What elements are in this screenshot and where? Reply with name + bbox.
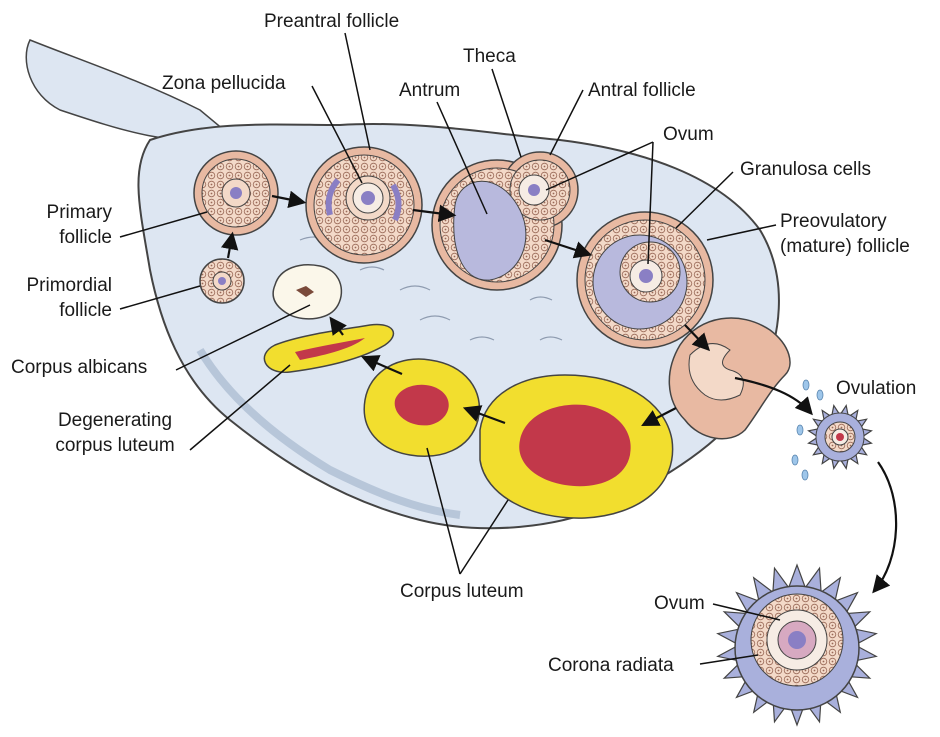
primordial-follicle — [199, 258, 245, 304]
label-primary-line1: Primary — [46, 202, 112, 223]
label-preovulatory-line1: Preovulatory — [780, 211, 887, 232]
label-ovum-top: Ovum — [663, 124, 714, 145]
label-corpus-luteum: Corpus luteum — [400, 581, 524, 602]
ovum-with-corona-radiata — [716, 563, 878, 727]
fluid-droplets — [791, 379, 824, 481]
preantral-follicle — [305, 146, 423, 264]
development-arrows — [220, 190, 898, 594]
leader-lines — [119, 32, 781, 665]
label-ovulation: Ovulation — [836, 378, 917, 399]
label-primary-follicle: Primary follicle — [32, 202, 112, 249]
corpus-albicans — [272, 264, 343, 320]
corpus-luteum-small — [363, 358, 481, 457]
label-antrum: Antrum — [399, 80, 461, 101]
label-theca: Theca — [463, 46, 516, 67]
ovulated-ovum — [807, 404, 873, 470]
label-primary-line2: follicle — [59, 227, 112, 248]
label-primordial-follicle: Primordial follicle — [10, 275, 112, 322]
ruptured-follicle — [668, 317, 791, 440]
label-corpus-albicans: Corpus albicans — [11, 357, 148, 378]
label-primordial-line2: follicle — [59, 300, 112, 321]
label-preovulatory-line2: (mature) follicle — [780, 236, 910, 257]
label-primordial-line1: Primordial — [26, 275, 112, 296]
label-preovulatory-follicle: Preovulatory (mature) follicle — [780, 211, 910, 258]
label-preantral-follicle: Preantral follicle — [264, 11, 400, 32]
preovulatory-follicle — [576, 211, 714, 349]
label-ovum-bottom: Ovum — [654, 593, 705, 614]
corpus-luteum-large — [479, 374, 674, 519]
ovary-shadow — [196, 347, 461, 519]
label-zona-pellucida: Zona pellucida — [162, 73, 286, 94]
antral-follicle — [431, 151, 579, 291]
primary-follicle — [193, 150, 279, 236]
label-degenerating-line1: Degenerating — [57, 410, 173, 431]
label-antral-follicle: Antral follicle — [588, 80, 696, 101]
label-degenerating-corpus-luteum: Degenerating corpus luteum — [44, 410, 186, 457]
label-degenerating-line2: corpus luteum — [55, 435, 175, 456]
label-corona-radiata: Corona radiata — [548, 655, 674, 676]
label-granulosa-cells: Granulosa cells — [740, 159, 871, 180]
